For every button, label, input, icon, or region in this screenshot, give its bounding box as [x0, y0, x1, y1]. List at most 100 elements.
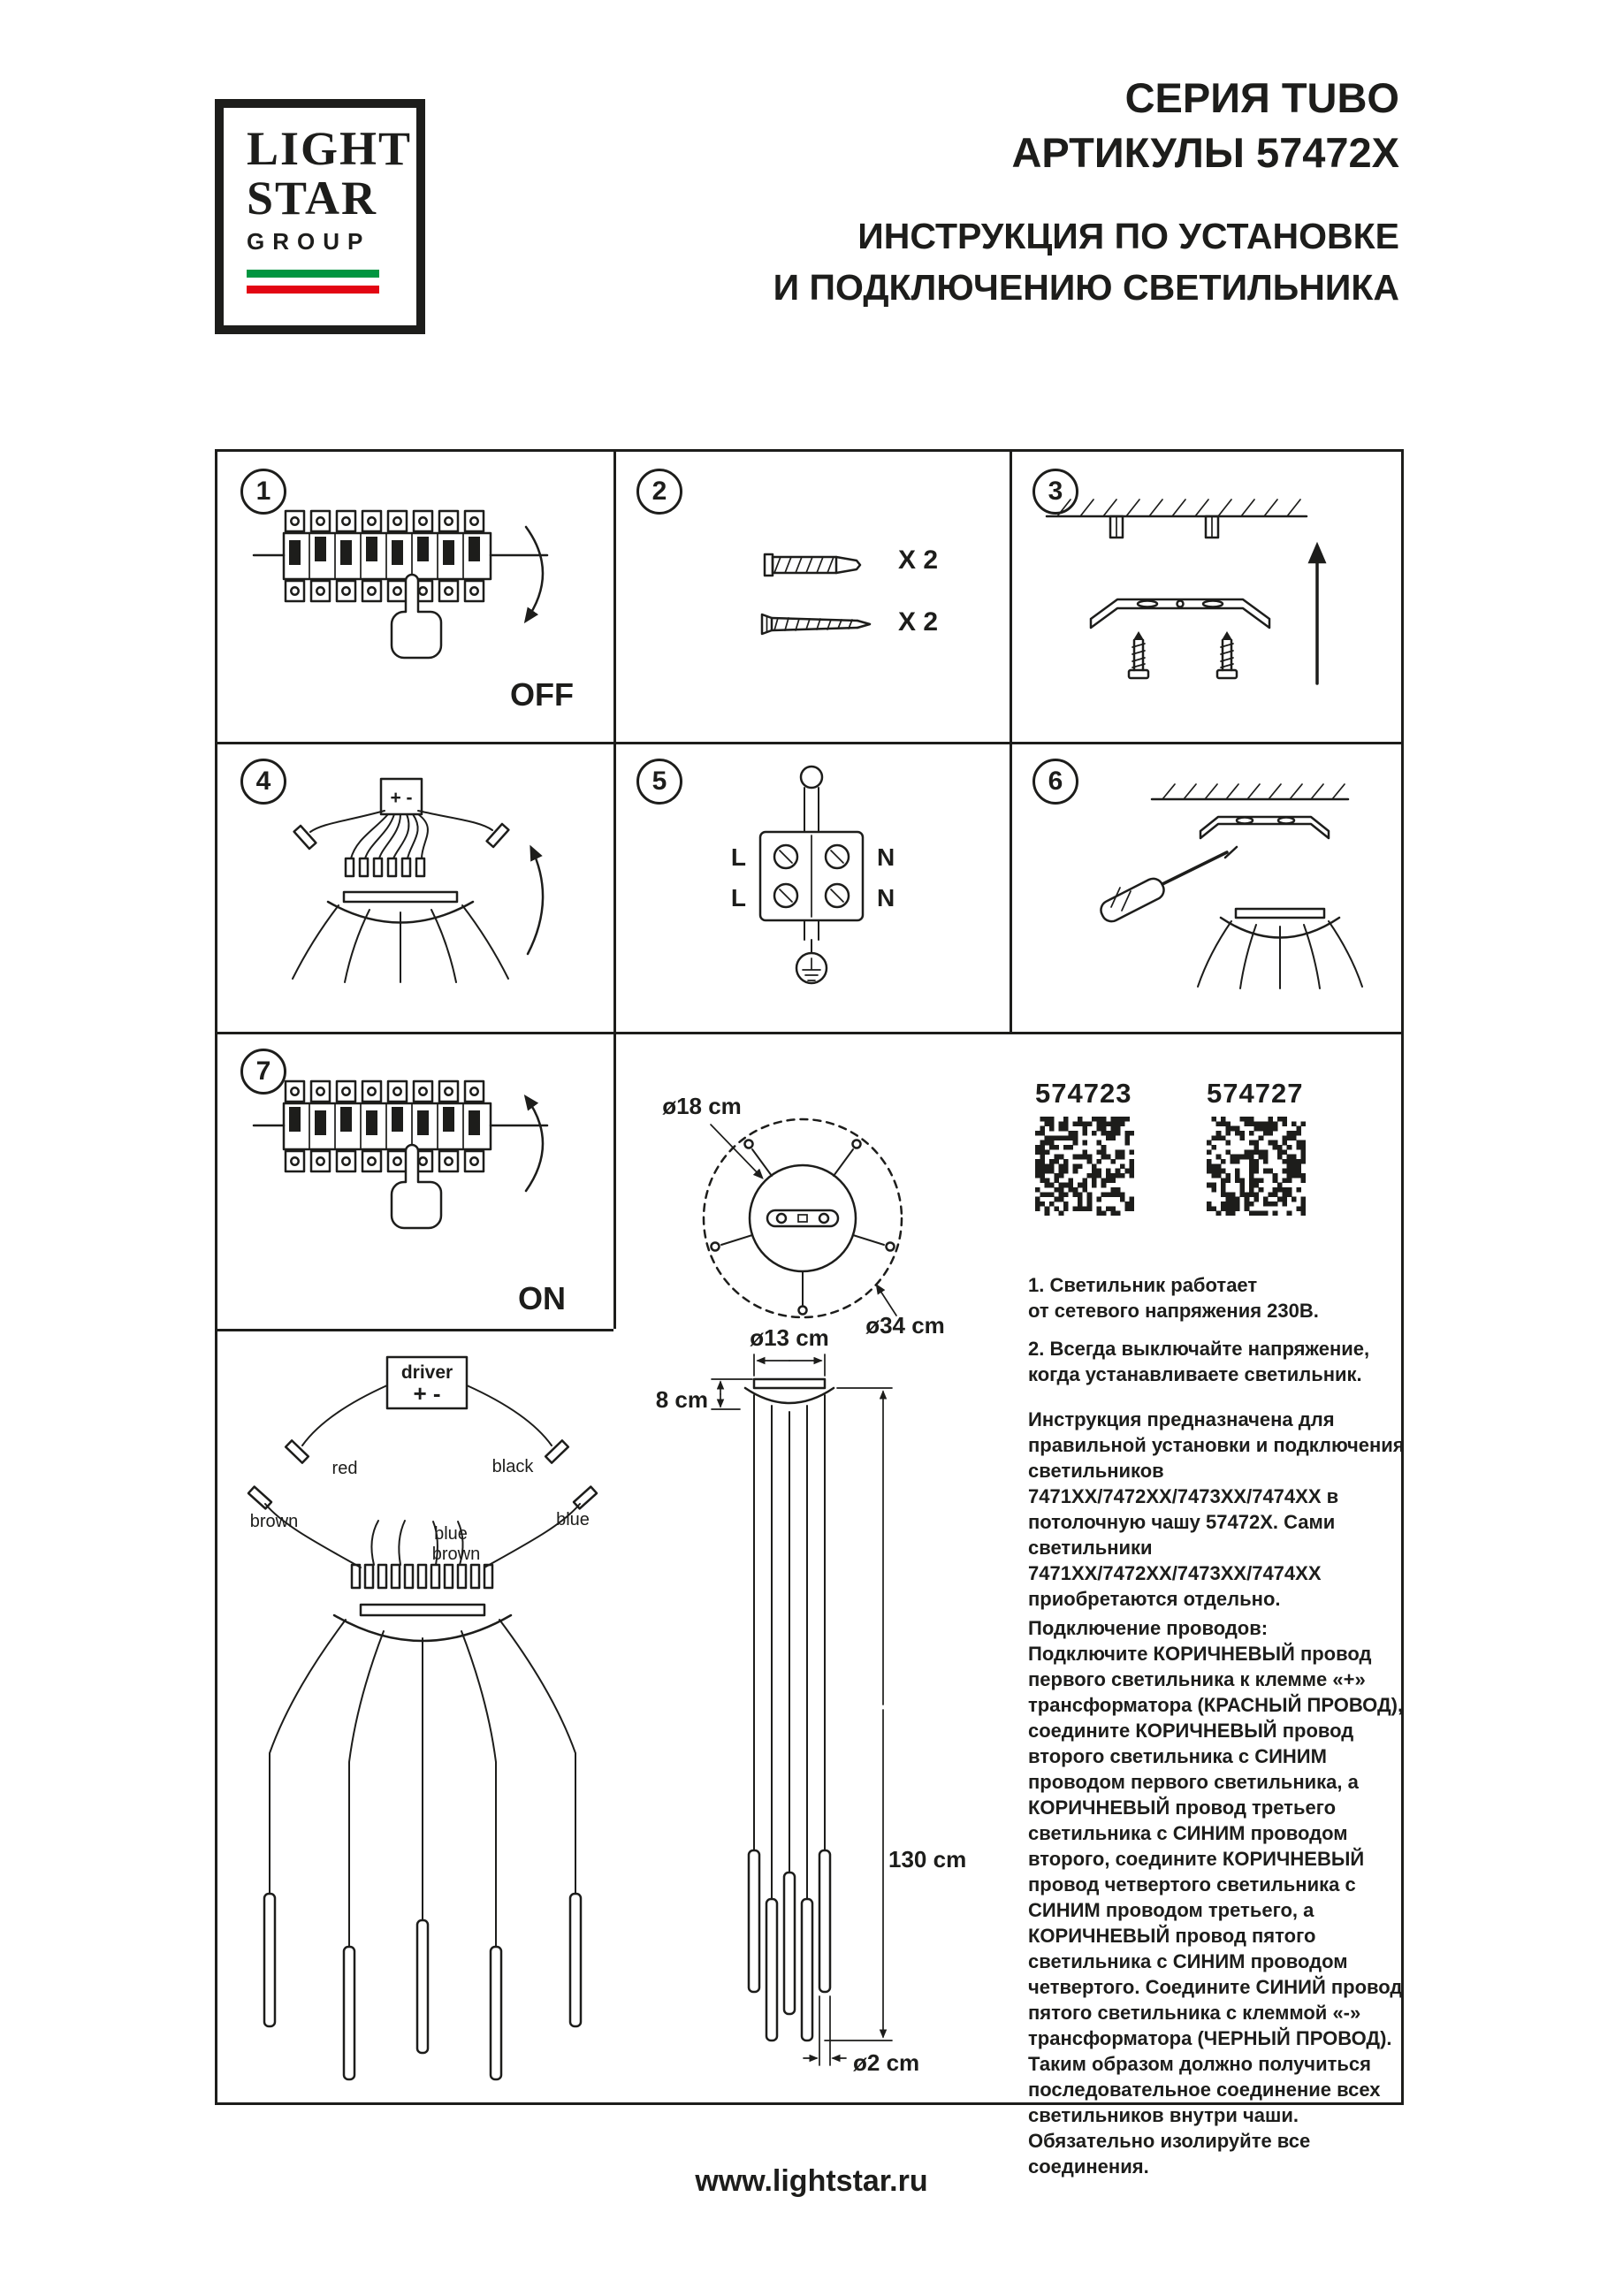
dowel-qty-label: X 2 [898, 545, 939, 575]
canopy-dia-label: ø13 cm [750, 1324, 829, 1351]
pointing-finger-icon [390, 573, 443, 660]
product-code-2: 574727 [1207, 1078, 1304, 1109]
driver-box [385, 1355, 469, 1410]
wire-label-red: red [332, 1459, 358, 1478]
wire-connector-icon [485, 822, 510, 849]
note-1: 1. Светильник работает от сетевого напря… [1028, 1274, 1319, 1322]
inner-plate-circle [748, 1163, 857, 1273]
center-bracket [766, 1209, 840, 1228]
instruction-paragraph-2: Подключение проводов: Подключите КОРИЧНЕ… [1028, 1615, 1410, 2179]
pendant-tubes [263, 1892, 583, 2081]
instruction-title-line2: И ПОДКЛЮЧЕНИЮ СВЕТИЛЬНИКА [773, 267, 1399, 308]
wire-connector-icon [572, 1485, 598, 1510]
step-1-number: 1 [240, 469, 286, 515]
breaker-top-terminals [284, 509, 485, 533]
breaker-top-terminals [284, 1079, 485, 1103]
terminal-label-N-top: N [877, 843, 895, 871]
terminal-label-L-bottom: L [731, 884, 746, 912]
pendant-wires [269, 1619, 576, 1948]
wiring-section-title: Подключение проводов: [1028, 1617, 1269, 1639]
instruction-paragraph-1: Инструкция предназначена для правильной … [1028, 1408, 1405, 1610]
rotate-arrow-icon [523, 525, 545, 624]
website-url: www.lightstar.ru [695, 2164, 928, 2198]
screw-qty-label: X 2 [898, 607, 939, 637]
pendant-wires [753, 1394, 826, 1900]
wire-connector-icon [284, 1439, 310, 1464]
header: СЕРИЯ TUBO АРТИКУЛЫ 57472X ИНСТРУКЦИЯ ПО… [773, 71, 1399, 313]
qr-code-1 [1035, 1117, 1134, 1216]
screwdriver-icon [1100, 845, 1238, 923]
italian-flag-icon [247, 270, 379, 294]
wire-label-blue: blue [556, 1510, 590, 1529]
ceiling-plate-top-view: ø18 cm ø34 cm [662, 1093, 945, 1339]
step-6-number: 6 [1032, 759, 1078, 805]
canopy-wiring-drawing: + - [292, 777, 545, 983]
off-label: OFF [510, 676, 574, 713]
terminal-screws [773, 843, 850, 909]
logo-line3: GROUP [247, 228, 371, 255]
product-code-1: 574723 [1035, 1078, 1132, 1109]
driver-label: driver [401, 1362, 453, 1383]
driver-polarity: + - [413, 1380, 440, 1407]
step-4-number: 4 [240, 759, 286, 805]
breaker-toggles [289, 1107, 480, 1135]
step-7-number: 7 [240, 1049, 286, 1095]
wires [264, 1384, 581, 1568]
breaker-panel-on-drawing [252, 1079, 549, 1230]
canopy-rods [1197, 920, 1363, 989]
step-2-number: 2 [636, 469, 682, 515]
logo-line2: STAR [247, 172, 378, 225]
outer-circle [702, 1117, 903, 1319]
connector-sleeves [350, 1563, 494, 1590]
instruction-title-line1: ИНСТРУКЦИЯ ПО УСТАНОВКЕ [857, 216, 1399, 256]
driver-polarity-label: + - [390, 788, 412, 808]
note-2: 2. Всегда выключайте напряжение, когда у… [1028, 1338, 1370, 1385]
wire-connector-icon [247, 1485, 273, 1510]
breaker-bottom-terminals [284, 579, 485, 603]
dimension-drawing: ø13 cm 8 cm 130 cm ø2 cm [656, 1324, 966, 2076]
canopy-rods [292, 904, 509, 983]
terminal-block-drawing: L N L N [731, 765, 895, 985]
canopy-icon [743, 1377, 835, 1405]
rotate-arrow-icon [523, 1094, 545, 1193]
wire-label-brown-mid: brown [432, 1545, 480, 1564]
dowel-icon [763, 553, 862, 577]
tube-dia-label: ø2 cm [853, 2049, 919, 2076]
height-label: 130 cm [888, 1846, 966, 1873]
articles-title: АРТИКУЛЫ 57472X [1011, 129, 1399, 176]
wire-label-black: black [492, 1457, 535, 1476]
ceiling-hatch [1056, 499, 1301, 517]
qr-code-2 [1207, 1117, 1306, 1216]
wiring-section-body: Подключите КОРИЧНЕВЫЙ провод первого све… [1028, 1643, 1404, 2178]
ceiling-hatch [1162, 783, 1345, 800]
wire-label-brown: brown [250, 1512, 298, 1531]
wire-label-blue-mid: blue [434, 1524, 468, 1544]
on-label: ON [518, 1280, 566, 1316]
screw-icon [760, 613, 872, 636]
step-5-number: 5 [636, 759, 682, 805]
instruction-grid: 1 2 3 4 5 6 7 [215, 449, 1405, 2178]
ceiling-mounting-drawing [1045, 499, 1327, 685]
mounting-bracket-icon [1199, 815, 1330, 840]
logo-line1: LIGHT [247, 122, 413, 175]
series-title: СЕРИЯ TUBO [1124, 74, 1399, 121]
full-assembly-wiring-drawing: driver + - red black brown blue blue bro… [247, 1355, 598, 2081]
breaker-panel-off-drawing [252, 509, 549, 660]
terminal-block-icon [758, 830, 865, 922]
bracket-install-drawing [1100, 783, 1363, 989]
canopy-height-label: 8 cm [656, 1386, 708, 1413]
connector-sleeves [344, 857, 426, 878]
pendant-tubes [747, 1849, 832, 2042]
canopy-icon [332, 1603, 513, 1643]
outer-dia-label: ø34 cm [865, 1312, 945, 1339]
rotate-arrow-icon [526, 844, 545, 956]
wall-plug-in-ceiling [1109, 515, 1220, 539]
wires [309, 810, 493, 859]
lightstar-logo: LIGHT STAR GROUP [215, 99, 425, 334]
ground-icon [795, 951, 828, 985]
breaker-bottom-terminals [284, 1149, 485, 1173]
wire-connector-icon [293, 824, 317, 851]
terminal-label-N-bottom: N [877, 884, 895, 912]
mounting-bracket-icon [1089, 598, 1271, 629]
